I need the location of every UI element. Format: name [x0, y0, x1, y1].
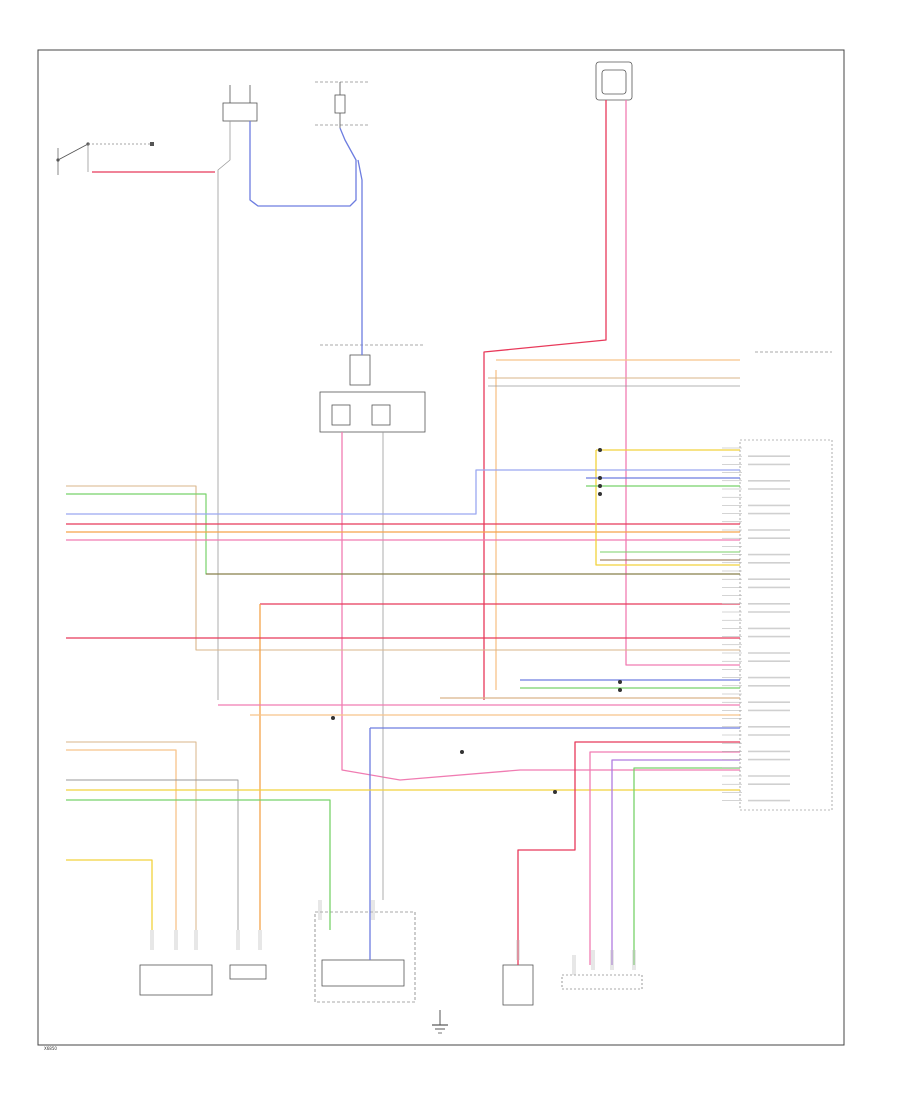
wire-br-green	[633, 767, 740, 965]
fuse-block-component	[315, 81, 370, 128]
sensor-right-box	[502, 964, 534, 1006]
connector-pin-1	[174, 930, 178, 950]
splice-dot-8	[460, 750, 464, 754]
splice-dot-7	[331, 716, 335, 720]
sensor-small-box	[229, 964, 267, 980]
wire-br-violet	[611, 759, 740, 965]
wire-left-blue	[66, 469, 740, 515]
wire-left-tan	[66, 485, 740, 651]
splice-dot-6	[553, 790, 557, 794]
fuel-pump-inner-box	[321, 959, 405, 987]
wire-relay-blue	[249, 121, 357, 207]
brake-switch-component	[56, 142, 154, 175]
connector-pin-2	[194, 930, 198, 950]
connector-pin-3	[236, 930, 240, 950]
wire-top-right-red	[483, 100, 607, 700]
wire-relay-pink	[341, 432, 740, 781]
wire-ll-tan	[66, 741, 197, 930]
top-right-connector-component	[595, 61, 633, 101]
top-left-relay-component	[222, 85, 258, 122]
splice-dot-1	[598, 476, 602, 480]
wire-relay-gray-left	[217, 121, 231, 700]
connector-pin-5	[318, 900, 322, 920]
connector-pin-6	[371, 900, 375, 920]
connector-pin-9	[591, 950, 595, 970]
sensor-left-box	[139, 964, 213, 996]
wire-ll-green	[66, 799, 331, 930]
pcm-connector-component	[739, 351, 833, 811]
sensor-group-box	[561, 974, 643, 990]
connector-pin-11	[632, 950, 636, 970]
wire-top-right-pink	[625, 100, 740, 666]
fuel-pump-module-box	[314, 911, 416, 1003]
wire-pcm-yellow-2	[595, 450, 740, 566]
wire-ll-yellow-2	[66, 859, 153, 930]
connector-pin-4	[258, 930, 262, 950]
connector-pin-8	[572, 955, 576, 975]
connector-pin-0	[150, 930, 154, 950]
splice-dot-3	[598, 492, 602, 496]
splice-dot-2	[598, 484, 602, 488]
footer-code: X6850	[44, 1046, 57, 1051]
splice-dot-0	[598, 448, 602, 452]
diagram-frame	[37, 49, 845, 1046]
bottom-components	[139, 911, 643, 1034]
central-relay-component	[319, 344, 426, 433]
wires-group	[66, 100, 790, 975]
splice-dot-5	[618, 688, 622, 692]
wire-br-pink	[589, 751, 740, 965]
wire-ll-orange	[66, 749, 177, 930]
wire-ll-gray	[66, 779, 239, 930]
splice-dot-4	[618, 680, 622, 684]
wire-fuse-to-relay	[357, 159, 363, 355]
connector-pin-7	[516, 940, 520, 960]
wire-br-red	[517, 741, 740, 965]
wire-left-green	[66, 493, 740, 575]
connector-pin-10	[610, 950, 614, 970]
